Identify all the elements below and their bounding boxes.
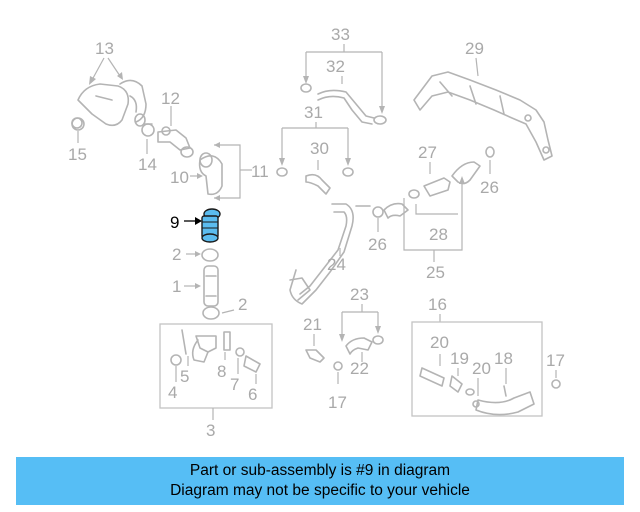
callout-6: 6 <box>248 385 257 404</box>
part-15-clamp <box>71 117 85 131</box>
callout-1: 1 <box>172 277 181 296</box>
callout-29: 29 <box>465 39 484 58</box>
callout-28: 28 <box>429 225 448 244</box>
part-17-clamp-right <box>551 379 561 389</box>
info-banner: Part or sub-assembly is #9 in diagram Di… <box>16 457 624 505</box>
callout-14: 14 <box>138 155 157 174</box>
part-32-pipe <box>300 83 387 125</box>
callout-17a: 17 <box>328 393 347 412</box>
callout-20: 20 <box>430 333 449 352</box>
callout-32: 32 <box>326 57 345 76</box>
callout-8: 8 <box>217 362 226 381</box>
callout-21: 21 <box>303 315 322 334</box>
part-12-fitting <box>157 126 191 151</box>
callout-26a: 26 <box>480 178 499 197</box>
callout-13: 13 <box>95 39 114 58</box>
callout-12: 12 <box>161 89 180 108</box>
callout-2a: 2 <box>172 245 181 264</box>
callout-2b: 2 <box>238 295 247 314</box>
part-22-hose <box>345 335 384 355</box>
callout-26b: 26 <box>368 235 387 254</box>
part-2-clamp-upper <box>201 248 219 262</box>
callout-16: 16 <box>428 295 447 314</box>
callout-30: 30 <box>310 139 329 158</box>
part-14-clamp <box>141 123 155 137</box>
callout-10: 10 <box>170 168 189 187</box>
callout-18: 18 <box>494 349 513 368</box>
part-30-hose <box>305 173 331 195</box>
assembly-box-16 <box>411 321 543 417</box>
part-16-contents <box>419 367 535 416</box>
banner-line-1: Part or sub-assembly is #9 in diagram <box>189 462 451 479</box>
callout-25: 25 <box>426 263 445 282</box>
part-27-fitting <box>408 177 451 199</box>
part-31-clamps <box>276 167 354 177</box>
part-17-clamp-left <box>333 361 343 371</box>
part-3-contents <box>170 329 261 373</box>
callout-5: 5 <box>180 367 189 386</box>
banner-line-2: Diagram may not be specific to your vehi… <box>170 482 470 499</box>
part-9-highlighted <box>201 208 221 243</box>
assembly-box-3 <box>159 323 273 409</box>
callout-4: 4 <box>168 383 177 402</box>
part-29-bracket <box>413 71 553 161</box>
callout-20b: 20 <box>472 359 491 378</box>
callout-31: 31 <box>304 103 323 122</box>
parts-diagram: 13 12 14 15 11 10 9 2 <box>68 25 565 440</box>
part-21-fitting <box>305 349 325 363</box>
callout-23: 23 <box>350 285 369 304</box>
callout-33: 33 <box>331 25 350 44</box>
callout-24: 24 <box>327 255 346 274</box>
part-1-pipe <box>203 265 219 307</box>
callout-7: 7 <box>230 375 239 394</box>
part-10-hose <box>180 146 223 196</box>
callout-17: 17 <box>546 351 565 370</box>
callout-27: 27 <box>418 143 437 162</box>
hose-group-13 <box>71 79 147 129</box>
callout-22: 22 <box>350 359 369 378</box>
callout-15: 15 <box>68 145 87 164</box>
part-26-hose-lower <box>372 202 409 219</box>
part-24-pipe <box>289 203 371 305</box>
callout-9: 9 <box>170 213 179 232</box>
callout-3: 3 <box>206 421 215 440</box>
callout-11: 11 <box>251 162 269 181</box>
callout-19: 19 <box>450 349 469 368</box>
part-2-clamp-lower <box>202 306 220 320</box>
